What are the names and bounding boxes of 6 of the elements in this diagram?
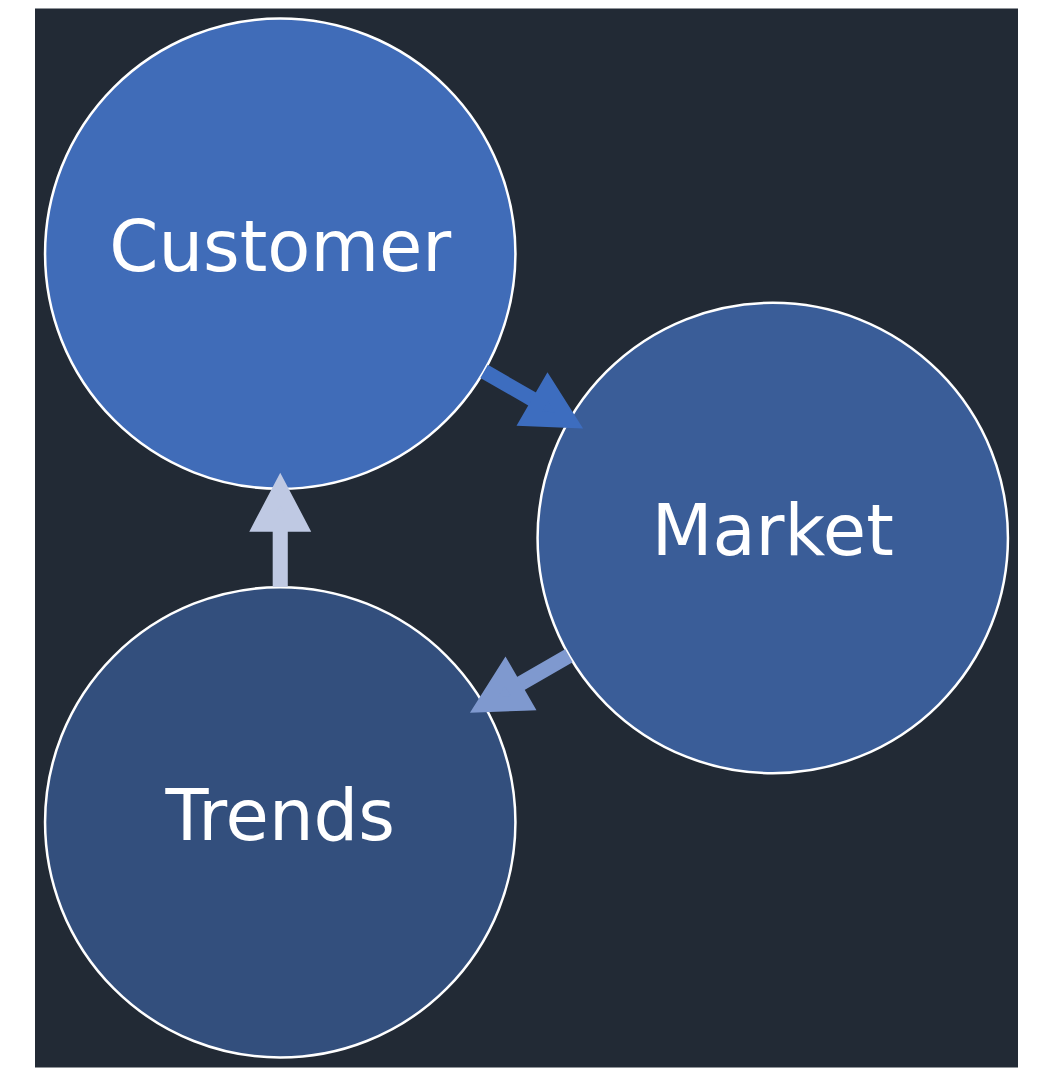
node-circle: Customer: [43, 17, 517, 491]
arrow: [249, 472, 312, 587]
arrow: [469, 649, 573, 713]
node-circle: Market: [536, 301, 1010, 775]
arrow: [480, 364, 584, 429]
node-circle: Trends: [43, 585, 517, 1059]
